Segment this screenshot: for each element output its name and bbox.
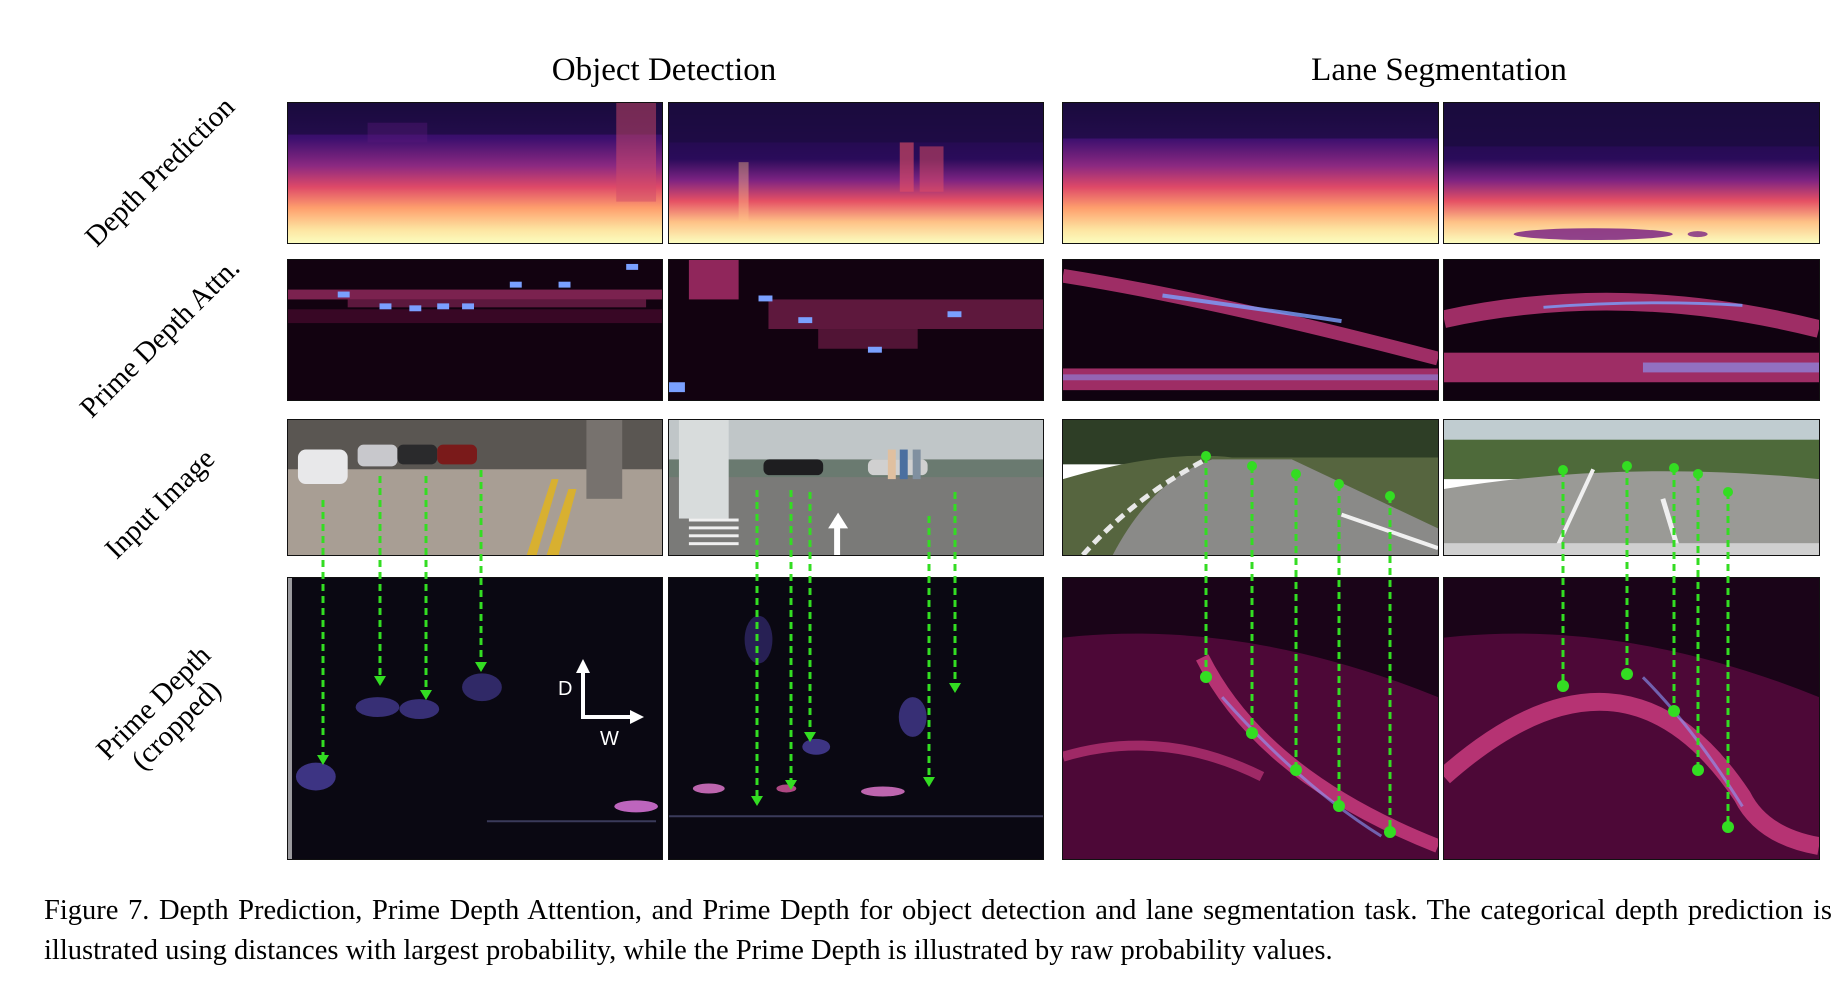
- input-image-panel-od-2: [668, 419, 1044, 556]
- row-label-prime-depth-attn: Prime Depth Attn.: [73, 251, 247, 425]
- column-title-object-detection: Object Detection: [551, 52, 777, 88]
- row-label-input-image: Input Image: [98, 442, 222, 566]
- column-title-lane-segmentation: Lane Segmentation: [1311, 52, 1567, 88]
- attention-panel-ls-1: [1062, 259, 1439, 401]
- prime-depth-panel-od-2: [668, 577, 1044, 860]
- attention-panel-od-2: [668, 259, 1044, 401]
- depth-prediction-panel-od-2: [668, 102, 1044, 244]
- input-image-panel-ls-1: [1062, 419, 1439, 556]
- row-label-depth-prediction: Depth Prediction: [78, 90, 242, 254]
- depth-width-axis-icon: D W: [558, 659, 644, 750]
- input-image-panel-ls-2: [1443, 419, 1820, 556]
- depth-prediction-panel-od-1: [287, 102, 663, 244]
- axis-label-w: W: [600, 728, 619, 750]
- axis-label-d: D: [558, 678, 572, 700]
- prime-depth-panel-ls-1: [1062, 577, 1439, 860]
- attention-panel-od-1: [287, 259, 663, 401]
- attention-panel-ls-2: [1443, 259, 1820, 401]
- row-label-prime-depth-cropped: Prime Depth (cropped): [65, 614, 266, 815]
- input-image-panel-od-1: [287, 419, 663, 556]
- depth-prediction-panel-ls-1: [1062, 102, 1439, 244]
- figure-caption: Figure 7. Depth Prediction, Prime Depth …: [44, 891, 1832, 971]
- caption-text: Depth Prediction, Prime Depth Attention,…: [44, 895, 1833, 966]
- caption-label: Figure 7.: [44, 895, 150, 926]
- depth-prediction-panel-ls-2: [1443, 102, 1820, 244]
- prime-depth-panel-ls-2: [1443, 577, 1820, 860]
